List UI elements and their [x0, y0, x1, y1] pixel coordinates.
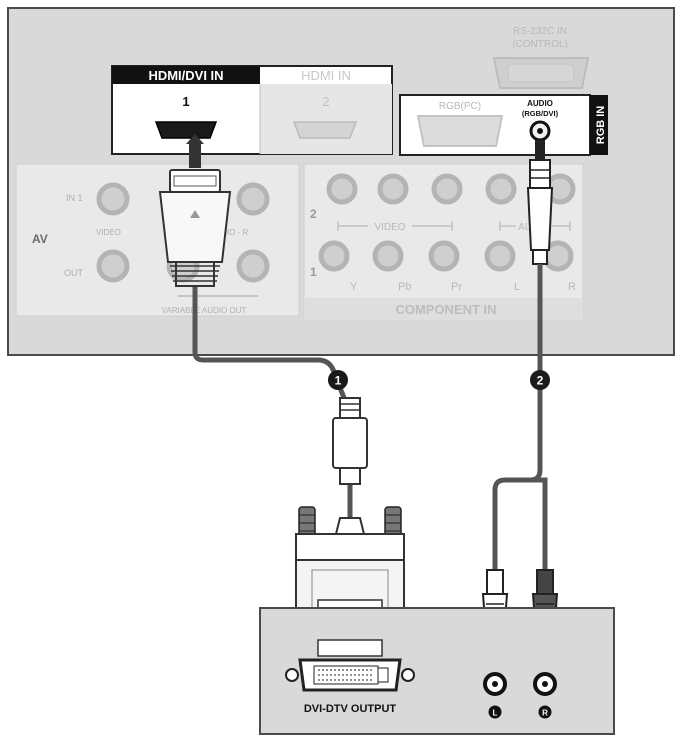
hdmi-port-2-number: 2 [322, 94, 329, 109]
audio-out-left-jack [483, 672, 507, 696]
hdmi-dvi-in-header [112, 66, 260, 84]
rgb-input-box: RGB IN RGB(PC) AUDIO (RGB/DVI) [399, 94, 608, 156]
component-row-2: 2 [310, 207, 317, 221]
cable-2-wire [492, 264, 548, 570]
step-marker-1-label: 1 [335, 374, 342, 388]
component-y-label: Y [350, 281, 358, 293]
component-pb-label: Pb [398, 281, 411, 293]
hdmi-input-box: HDMI/DVI IN HDMI IN 1 2 [111, 65, 393, 155]
audio-label: AUDIO [527, 99, 553, 108]
right-jack-marker-label: R [542, 709, 548, 718]
tv-rear-panel: RS-232C IN (CONTROL) HDMI/DVI IN HDMI IN… [7, 7, 675, 356]
component-r-label: R [568, 281, 576, 293]
left-jack-marker: L [488, 705, 502, 719]
av-section: AV IN 1 OUT VIDEO AUDIO - R VARIABLE AUD… [15, 163, 300, 317]
dvi-dtv-output-label: DVI-DTV OUTPUT [304, 703, 397, 715]
component-row-1: 1 [310, 265, 317, 279]
component-in-label: COMPONENT IN [395, 302, 496, 317]
component-pr-label: Pr [451, 281, 462, 293]
hdmi-plug [158, 134, 232, 287]
step-marker-2-label: 2 [537, 374, 544, 388]
rgb-in-header [590, 95, 608, 155]
rs232c-label: RS-232C IN [513, 26, 567, 37]
dvi-plug [295, 397, 405, 641]
cable-1-wire [192, 286, 347, 399]
rs232c-port [492, 57, 590, 89]
component-jacks [318, 173, 576, 272]
hdmi-port-2 [292, 121, 358, 139]
source-device: DVI-DTV OUTPUT L R [259, 607, 615, 735]
component-video-label: VIDEO [374, 222, 405, 233]
step-marker-2: 2 [530, 370, 550, 390]
left-jack-marker-label: L [493, 709, 498, 718]
av-label: AV [32, 232, 48, 246]
av-audio-label: AUDIO - R [210, 228, 248, 237]
step-marker-1: 1 [328, 370, 348, 390]
dvi-dtv-output-port [285, 658, 415, 692]
audio-rca-plug-top [526, 140, 554, 265]
hdmi-dvi-in-label: HDMI/DVI IN [148, 68, 223, 83]
rgb-pc-port [416, 115, 504, 147]
av-out-label: OUT [64, 268, 84, 278]
rs232c-sublabel: (CONTROL) [512, 39, 568, 50]
hdmi-port-1 [154, 121, 218, 139]
right-jack-marker: R [538, 705, 552, 719]
hdmi-port-1-number: 1 [182, 94, 189, 109]
audio-sublabel: (RGB/DVI) [522, 109, 559, 118]
av-in1-label: IN 1 [66, 193, 83, 203]
hdmi-in-label: HDMI IN [301, 68, 351, 83]
rgb-pc-label: RGB(PC) [439, 101, 481, 112]
rgb-in-label: RGB IN [595, 106, 607, 145]
audio-out-right-jack [533, 672, 557, 696]
av-variable-audio-out-label: VARIABLE AUDIO OUT [162, 306, 247, 315]
component-l-label: L [514, 281, 520, 293]
av-video-label: VIDEO [96, 228, 121, 237]
